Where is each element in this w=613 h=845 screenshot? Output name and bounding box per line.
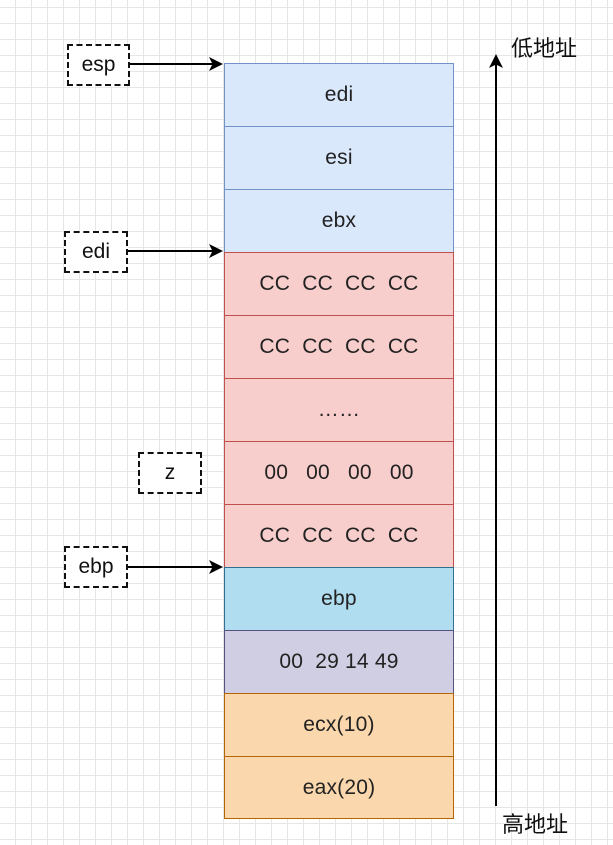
stack-cell-label: CC CC CC CC bbox=[259, 524, 419, 547]
z-label-text: z bbox=[164, 461, 176, 484]
stack-cell-esi: esi bbox=[224, 126, 454, 190]
stack-cell-ebx: ebx bbox=[224, 189, 454, 253]
stack-cell-label: …… bbox=[317, 398, 361, 421]
ebp-pointer-label: ebp bbox=[64, 546, 128, 588]
stack-cell-label: ebx bbox=[321, 209, 357, 232]
edi-label-text: edi bbox=[81, 240, 111, 263]
stack-cell-cc-2: CC CC CC CC bbox=[224, 315, 454, 379]
stack-cell-edi: edi bbox=[224, 63, 454, 127]
stack-cell-label: 00 00 00 00 bbox=[264, 461, 414, 484]
z-variable-label: z bbox=[138, 452, 202, 494]
esp-label-text: esp bbox=[81, 53, 116, 76]
stack-cell-eax: eax(20) bbox=[224, 756, 454, 819]
stack-cell-label: CC CC CC CC bbox=[259, 335, 419, 358]
stack-cell-cc-1: CC CC CC CC bbox=[224, 252, 454, 316]
stack-cell-label: esi bbox=[325, 146, 353, 169]
stack-cell-ecx: ecx(10) bbox=[224, 693, 454, 757]
low-address-label: 低地址 bbox=[511, 37, 578, 62]
stack-cell-ellipsis: …… bbox=[224, 378, 454, 442]
stack-cell-label: ebp bbox=[321, 587, 357, 610]
stack-cell-label: eax(20) bbox=[302, 775, 376, 799]
stack-cell-cc-3: CC CC CC CC bbox=[224, 504, 454, 568]
high-address-label: 高地址 bbox=[502, 813, 569, 838]
stack-cell-label: edi bbox=[324, 83, 354, 106]
ebp-label-text: ebp bbox=[78, 555, 114, 578]
stack-cell-ebp: ebp bbox=[224, 567, 454, 631]
esp-pointer-label: esp bbox=[67, 44, 130, 86]
stack-cell-z-value: 00 00 00 00 bbox=[224, 441, 454, 505]
stack-cell-label: CC CC CC CC bbox=[259, 272, 419, 295]
stack-cell-label: 00 29 14 49 bbox=[279, 650, 399, 673]
stack-cell-return-address: 00 29 14 49 bbox=[224, 630, 454, 694]
edi-pointer-label: edi bbox=[64, 231, 128, 273]
stack-cell-label: ecx(10) bbox=[303, 713, 375, 736]
